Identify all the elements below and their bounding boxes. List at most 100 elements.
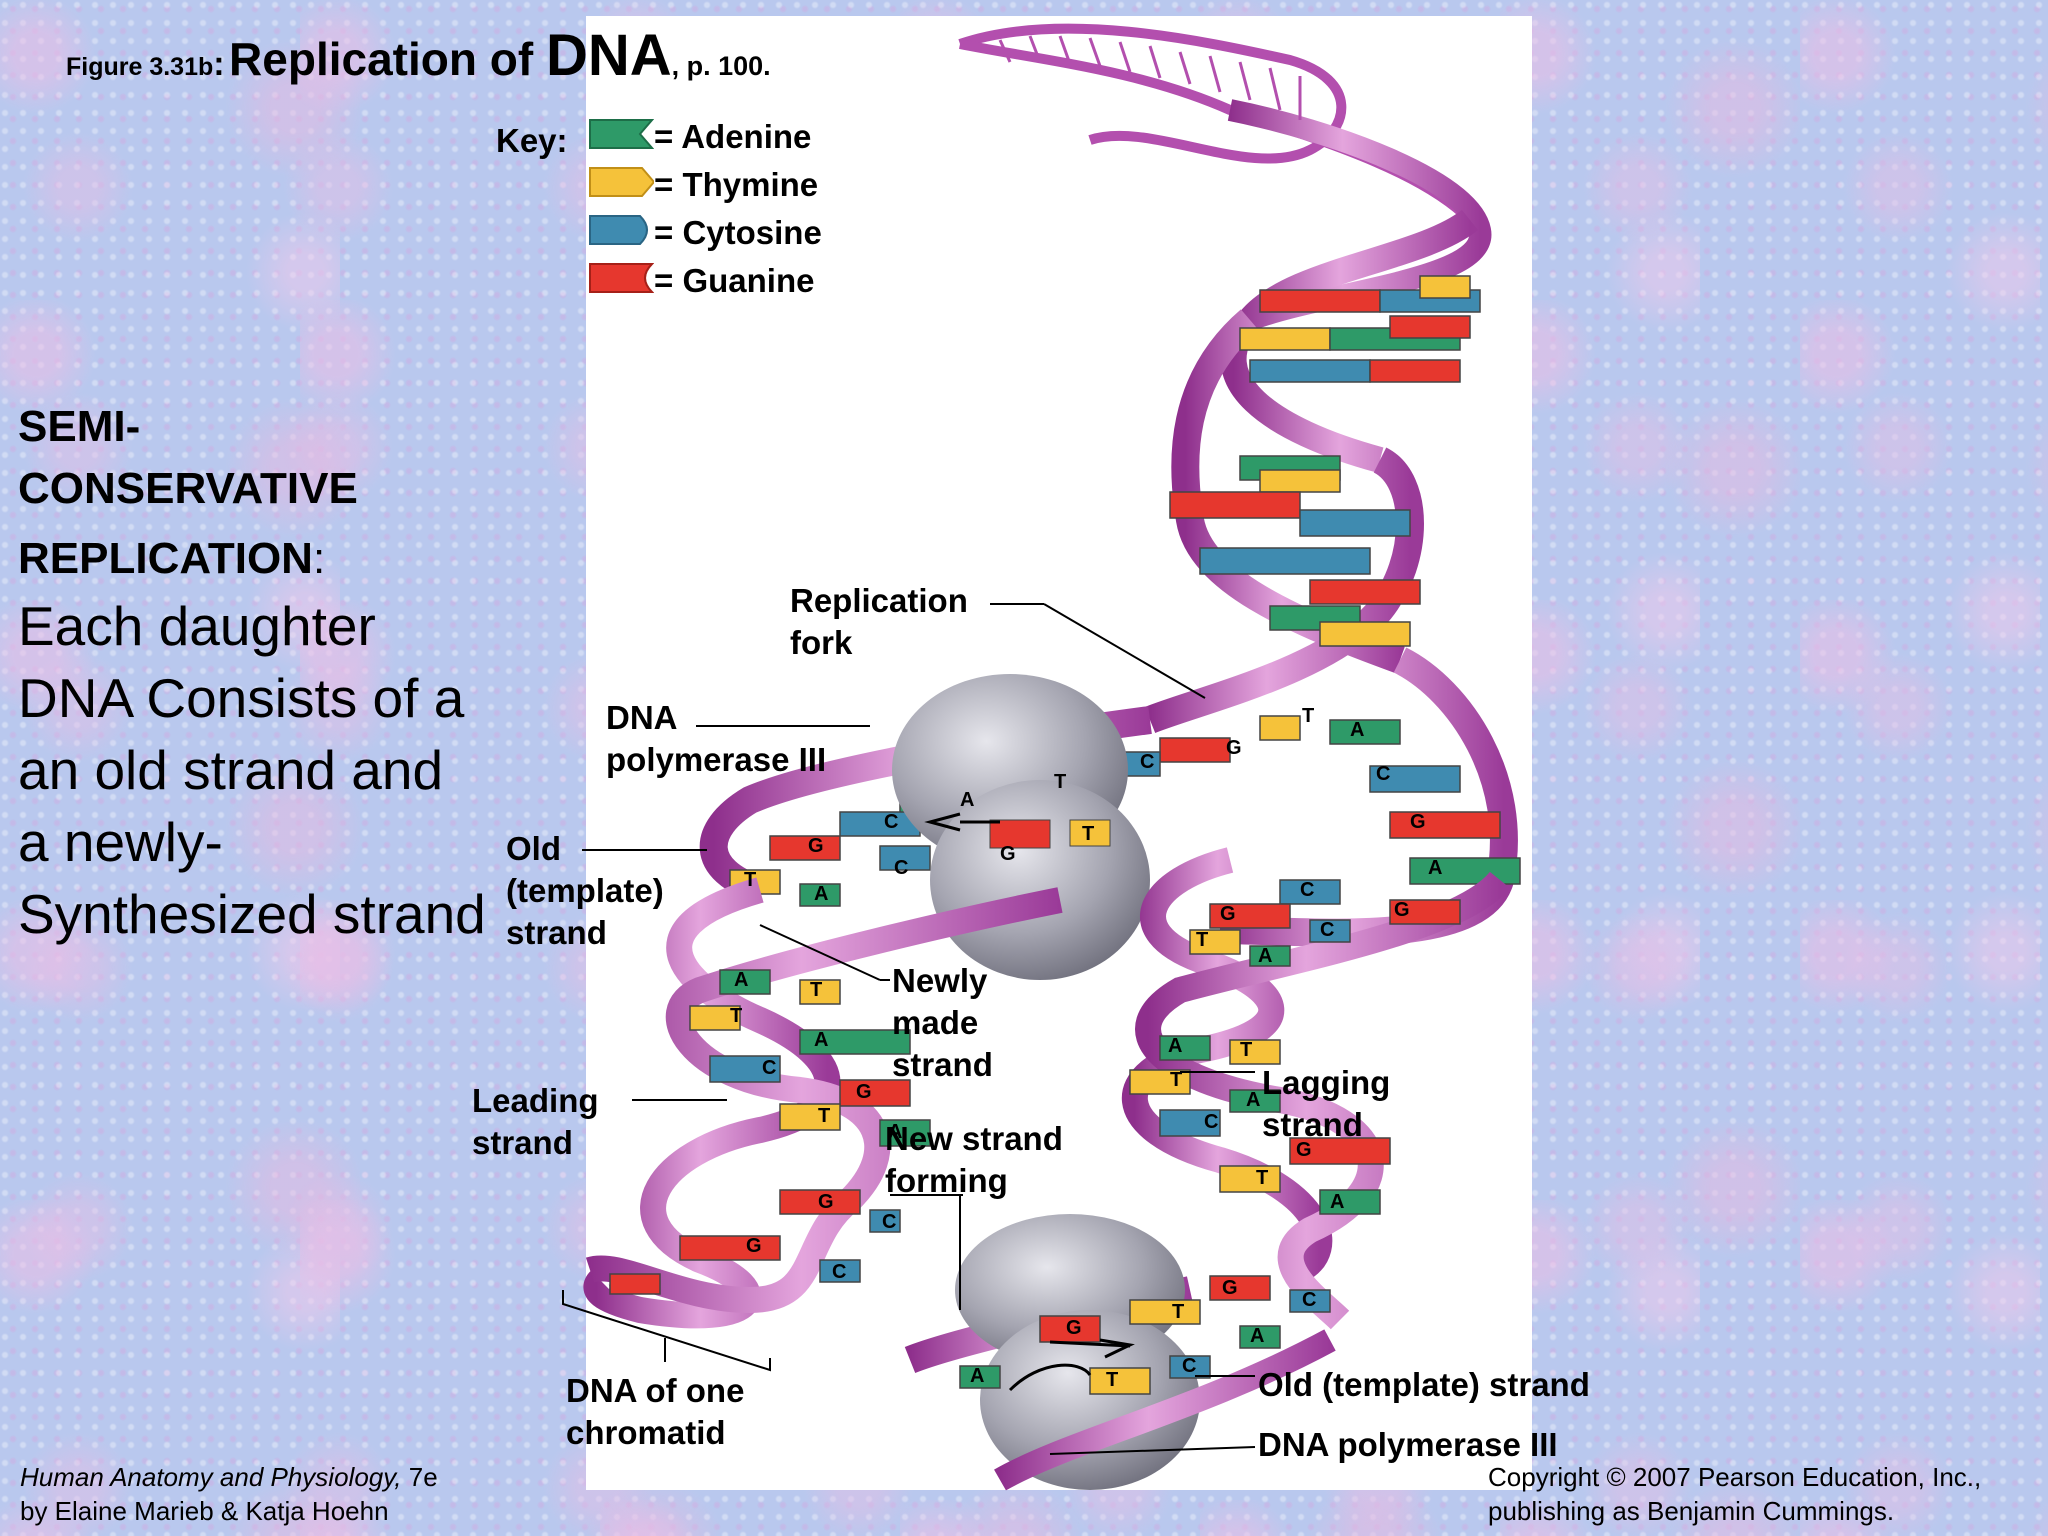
base-letter: T <box>1172 1301 1184 1323</box>
key-guanine-text: = Guanine <box>654 262 815 299</box>
explanation-body: Each daughter DNA Consists of a an old s… <box>18 595 486 945</box>
base-letter: C <box>1376 763 1390 785</box>
dna-polymerase-top <box>892 674 1150 980</box>
left-daughter-helix <box>583 877 1063 1329</box>
base-letter: A <box>1330 1191 1344 1213</box>
base-letter: G <box>1066 1317 1082 1339</box>
key-adenine-text: = Adenine <box>654 118 812 155</box>
base-letter: T <box>744 869 756 891</box>
base-letter: A <box>1350 719 1364 741</box>
newly-made-strand-label: Newly made strand <box>892 962 993 1083</box>
base-letter: T <box>1302 705 1314 727</box>
key-item-adenine: = Adenine <box>588 116 868 156</box>
base-letter: A <box>1428 857 1442 879</box>
title-emphasis: DNA <box>545 23 672 88</box>
base-letter: A <box>888 1121 902 1143</box>
base-letter: T <box>1082 823 1094 845</box>
adenine-swatch-icon <box>589 119 654 149</box>
lagging-strand-label: Lagging strand <box>1262 1064 1391 1143</box>
base-letter: A <box>814 883 828 905</box>
book-edition: 7e <box>401 1462 438 1492</box>
base-letter: A <box>970 1365 984 1387</box>
title-separator: : <box>213 45 225 83</box>
heading-line-1: SEMI- <box>18 402 141 451</box>
base-letter: C <box>1140 751 1154 773</box>
base-letter: C <box>884 811 898 833</box>
title-prefix: Replication of <box>229 33 546 85</box>
base-letter: T <box>1106 1369 1118 1391</box>
book-title: Human Anatomy and Physiology, <box>20 1462 402 1492</box>
leading-strand-label: Leading strand <box>472 1082 599 1161</box>
copyright-line: Copyright © 2007 Pearson Education, Inc.… <box>1488 1462 1982 1492</box>
base-letter: C <box>1204 1111 1218 1133</box>
base-letter: G <box>1226 737 1242 759</box>
key-item-thymine: = Thymine <box>588 164 868 204</box>
book-citation: Human Anatomy and Physiology, 7e by Elai… <box>20 1460 438 1528</box>
base-letter: C <box>832 1261 846 1283</box>
base-letter: C <box>1302 1289 1316 1311</box>
dna-polymerase-bottom <box>904 1214 1336 1491</box>
heading-word: REPLICATION <box>18 534 313 583</box>
base-letter: T <box>1196 929 1208 951</box>
figure-number: Figure 3.31b <box>66 53 214 81</box>
base-letter: G <box>1000 843 1016 865</box>
page-reference: , p. 100. <box>671 51 771 81</box>
base-letter: A <box>1258 945 1272 967</box>
base-letter: G <box>1410 811 1426 833</box>
heading-line-2: CONSERVATIVE <box>18 464 358 513</box>
base-letter: G <box>818 1191 834 1213</box>
base-letter: T <box>1256 1167 1268 1189</box>
base-letter: G <box>1222 1277 1238 1299</box>
base-letter: T <box>1240 1039 1252 1061</box>
base-key: Key: = Adenine = Thymine = Cytosine = Gu… <box>496 118 822 299</box>
base-letters: G T A C G A C T A C G C T A G T A T T A … <box>730 705 1442 1391</box>
heading-colon: : <box>312 534 326 583</box>
dna-polymerase-top-label: DNA polymerase III <box>606 699 827 778</box>
base-letter: T <box>1170 1069 1182 1091</box>
base-letter: T <box>1054 771 1066 793</box>
right-daughter-helix <box>1121 847 1511 1330</box>
leader-lines <box>562 603 1256 1455</box>
figure-title: Figure 3.31b: Replication of DNA, p. 100… <box>66 22 771 89</box>
parental-helix <box>958 23 1492 734</box>
book-authors: by Elaine Marieb & Katja Hoehn <box>20 1496 389 1526</box>
base-letter: G <box>1220 903 1236 925</box>
old-template-strand-label: Old (template) strand <box>506 830 664 951</box>
base-letter: A <box>1246 1089 1260 1111</box>
base-letter: G <box>1296 1139 1312 1161</box>
base-letter: T <box>810 979 822 1001</box>
publisher-line: publishing as Benjamin Cummings. <box>1488 1496 1895 1526</box>
base-letter: C <box>894 857 908 879</box>
base-letter: A <box>734 969 748 991</box>
key-item-cytosine: = Cytosine <box>588 212 868 252</box>
new-strand-forming-label: New strand forming <box>885 1120 1063 1199</box>
copyright-notice: Copyright © 2007 Pearson Education, Inc.… <box>1488 1460 1981 1528</box>
base-letter: A <box>960 789 974 811</box>
thymine-swatch-icon <box>589 167 654 197</box>
base-letter: A <box>1168 1035 1182 1057</box>
base-letter: C <box>1182 1355 1196 1377</box>
dna-of-one-chromatid-label: DNA of one chromatid <box>566 1372 745 1451</box>
replication-explanation: SEMI- CONSERVATIVE REPLICATION: Each dau… <box>18 396 488 950</box>
dna-polymerase-bottom-label: DNA polymerase III <box>1258 1426 1558 1463</box>
base-letter: C <box>1300 879 1314 901</box>
base-letter: T <box>818 1105 830 1127</box>
old-template-strand-bottom-label: Old (template) strand <box>1258 1366 1590 1403</box>
base-letter: C <box>882 1211 896 1233</box>
base-letter: G <box>1394 899 1410 921</box>
cytosine-swatch-icon <box>589 215 648 245</box>
base-letter: G <box>746 1235 762 1257</box>
key-thymine-text: = Thymine <box>654 166 819 203</box>
base-letter: C <box>762 1057 776 1079</box>
heading-line-3: REPLICATION: <box>18 528 488 590</box>
base-letter: A <box>814 1029 828 1051</box>
key-label: Key: <box>496 122 568 159</box>
base-letter: T <box>730 1005 742 1027</box>
guanine-swatch-icon <box>589 263 654 293</box>
replication-fork-label: Replication fork <box>790 582 968 661</box>
key-item-guanine: = Guanine <box>588 260 868 300</box>
base-letter: C <box>1320 919 1334 941</box>
key-cytosine-text: = Cytosine <box>654 214 822 251</box>
base-letter: G <box>856 1081 872 1103</box>
